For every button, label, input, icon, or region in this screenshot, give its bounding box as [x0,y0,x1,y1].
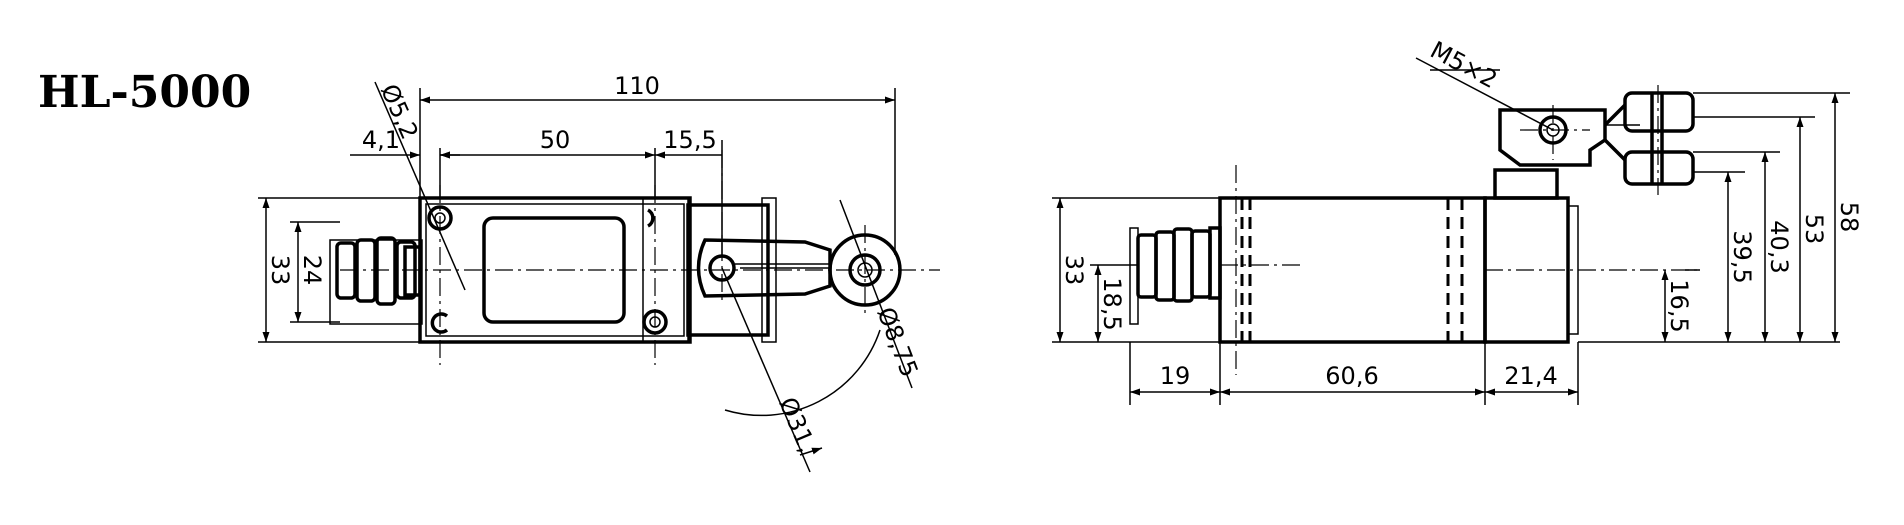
dim-roller-diameter: Ø8,75 [871,303,923,381]
dim-gland-length: 19 [1160,362,1191,390]
dim-gland-height: 24 [298,255,326,286]
model-title: HL-5000 [38,67,251,118]
dim-hole-offset: 4,1 [362,126,400,154]
actuator-block [1498,108,1607,167]
side-roller [1603,91,1695,186]
dim-gland-center: 18,5 [1098,277,1126,330]
dim-shaft-center: 16,5 [1665,279,1693,332]
front-cable-gland [329,236,423,325]
dim-body-length: 60,6 [1325,362,1378,390]
dim-height-outer: 33 [266,255,294,286]
side-view: M5×2 33 18,5 19 60,6 21,4 16,5 39,5 40,3… [1052,36,1863,405]
dim-lever-offset: 15,5 [663,126,716,154]
dim-h1: 39,5 [1728,230,1756,283]
dim-arc-diameter: Ø31, [773,393,821,456]
shaft [1493,168,1559,200]
front-view: 110 4,1 50 15,5 Ø5,2 33 24 Ø8,75 Ø31, [258,72,940,473]
side-body [1218,196,1487,344]
dim-hole-spacing: 50 [540,126,571,154]
dim-h2: 40,3 [1765,220,1793,273]
lever-arm [696,238,832,298]
dim-thread: M5×2 [1426,36,1502,94]
dim-h3: 53 [1800,214,1828,245]
dim-side-height-body: 33 [1060,255,1088,286]
dim-h4: 58 [1835,202,1863,233]
dim-length-total: 110 [614,72,660,100]
swing-arc [724,329,881,417]
side-cable-gland [1129,226,1222,325]
dim-head-length: 21,4 [1504,362,1557,390]
